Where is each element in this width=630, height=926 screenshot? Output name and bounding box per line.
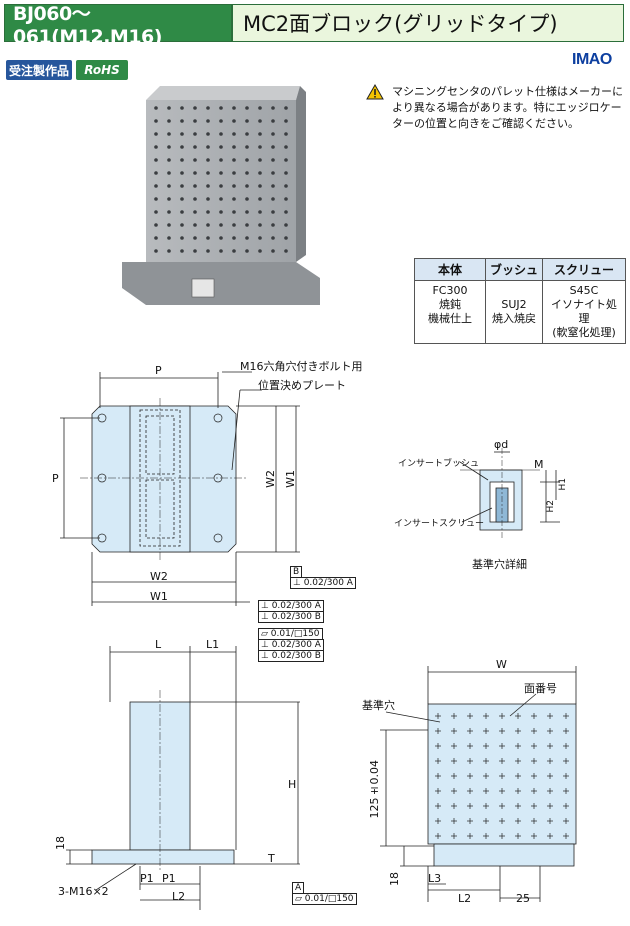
dim-l2-front: L2	[458, 892, 472, 905]
dim-p-top: P	[155, 364, 162, 377]
dim-25: 25	[516, 892, 530, 905]
label-insert-screw: インサートスクリュー	[394, 519, 485, 529]
dim-h: H	[288, 778, 297, 791]
detail-caption: 基準穴詳細	[472, 558, 527, 571]
dim-l2-side: L2	[172, 890, 186, 903]
thread-callout: 3-M16×2	[58, 885, 109, 898]
callout-bolt: M16六角穴付きボルト用	[240, 360, 363, 373]
dim-w1: W1	[150, 590, 168, 603]
label-face-no: 面番号	[524, 682, 557, 695]
made-to-order-badge: 受注製作品	[6, 60, 72, 80]
table-header: ブッシュ	[485, 258, 543, 281]
dim-18-front: 18	[388, 872, 401, 886]
table-header: スクリュー	[542, 258, 626, 281]
dim-h1: H1	[558, 478, 568, 491]
label-ref-hole: 基準穴	[362, 699, 395, 712]
dim-l1: L1	[206, 638, 220, 651]
dim-phi-d: φd	[494, 438, 509, 451]
label-insert-bush: インサートブッシュ	[398, 459, 480, 469]
dim-18-side: 18	[54, 836, 67, 850]
tolerance-frame: ⏥ 0.01/□150	[292, 893, 357, 905]
dim-h2: H2	[546, 500, 556, 513]
tolerance-frame: ⊥ 0.02/300 B	[258, 611, 324, 623]
dim-p-side: P	[52, 472, 59, 485]
product-code: BJ060～061(M12,M16)	[4, 3, 232, 48]
dim-l: L	[155, 638, 162, 651]
dim-p1: P1	[162, 872, 176, 885]
dim-w2: W2	[150, 570, 168, 583]
page-title: MC2面ブロック(グリッドタイプ)	[232, 4, 624, 42]
dim-t: T	[268, 852, 275, 865]
dim-w: W	[496, 658, 507, 671]
warning-icon	[366, 84, 384, 100]
callout-plate: 位置決めプレート	[258, 379, 346, 392]
rohs-badge: RoHS	[76, 60, 128, 80]
notice: マシニングセンタのパレット仕様はメーカーにより異なる場合があります。特にエッジロ…	[366, 84, 624, 132]
dim-p1: P1	[140, 872, 154, 885]
label-m: M	[534, 458, 544, 471]
dim-w2-vert: W2	[264, 470, 277, 488]
tolerance-frame: ⊥ 0.02/300 A	[290, 577, 356, 589]
tolerance-frame: ⊥ 0.02/300 B	[258, 650, 324, 662]
dim-125: 125±0.04	[368, 760, 381, 819]
dim-l3: L3	[428, 872, 442, 885]
notice-text: マシニングセンタのパレット仕様はメーカーにより異なる場合があります。特にエッジロ…	[392, 85, 623, 130]
dim-w1-vert: W1	[284, 470, 297, 488]
table-header: 本体	[414, 258, 486, 281]
table-row: 本体 ブッシュ スクリュー	[414, 258, 626, 281]
imao-logo: IMAO	[572, 51, 612, 68]
